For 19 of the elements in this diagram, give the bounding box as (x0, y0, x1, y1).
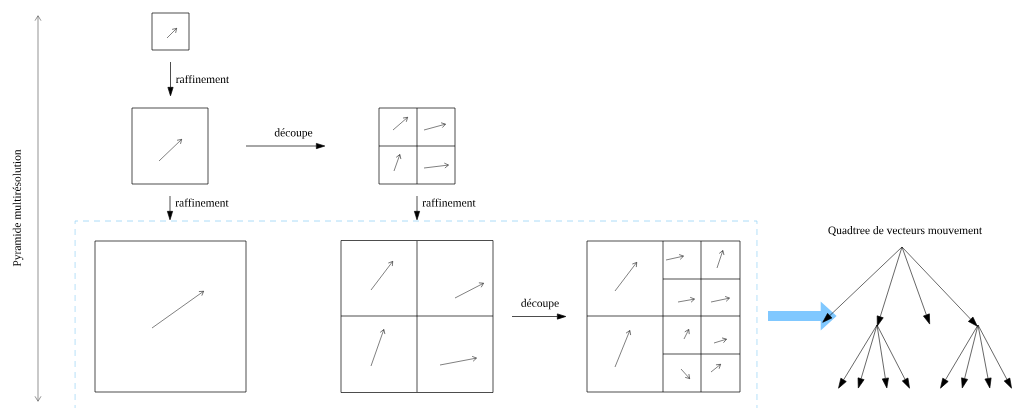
arrow (167, 195, 173, 221)
arrow (167, 61, 174, 97)
edge-label: raffinement (422, 198, 476, 207)
vector-field-box (378, 107, 456, 185)
axis-label: Pyramide multirésolution (12, 149, 24, 267)
dashed-region (74, 220, 758, 408)
edge-label: raffinement (175, 198, 229, 207)
vector-field-box (340, 240, 494, 393)
arrow (511, 313, 567, 320)
edge-label: découpe (274, 128, 313, 139)
vector-field-box (586, 240, 741, 393)
vector-field-box (131, 107, 209, 185)
vector-field-box (151, 12, 190, 51)
tree-heading: Quadtree de vecteurs mouvement (828, 226, 983, 236)
arrow (414, 195, 420, 221)
arrow (245, 143, 326, 149)
vector-field-box (94, 240, 247, 393)
edge-label: raffinement (175, 74, 230, 84)
edge-label: découpe (521, 298, 559, 310)
